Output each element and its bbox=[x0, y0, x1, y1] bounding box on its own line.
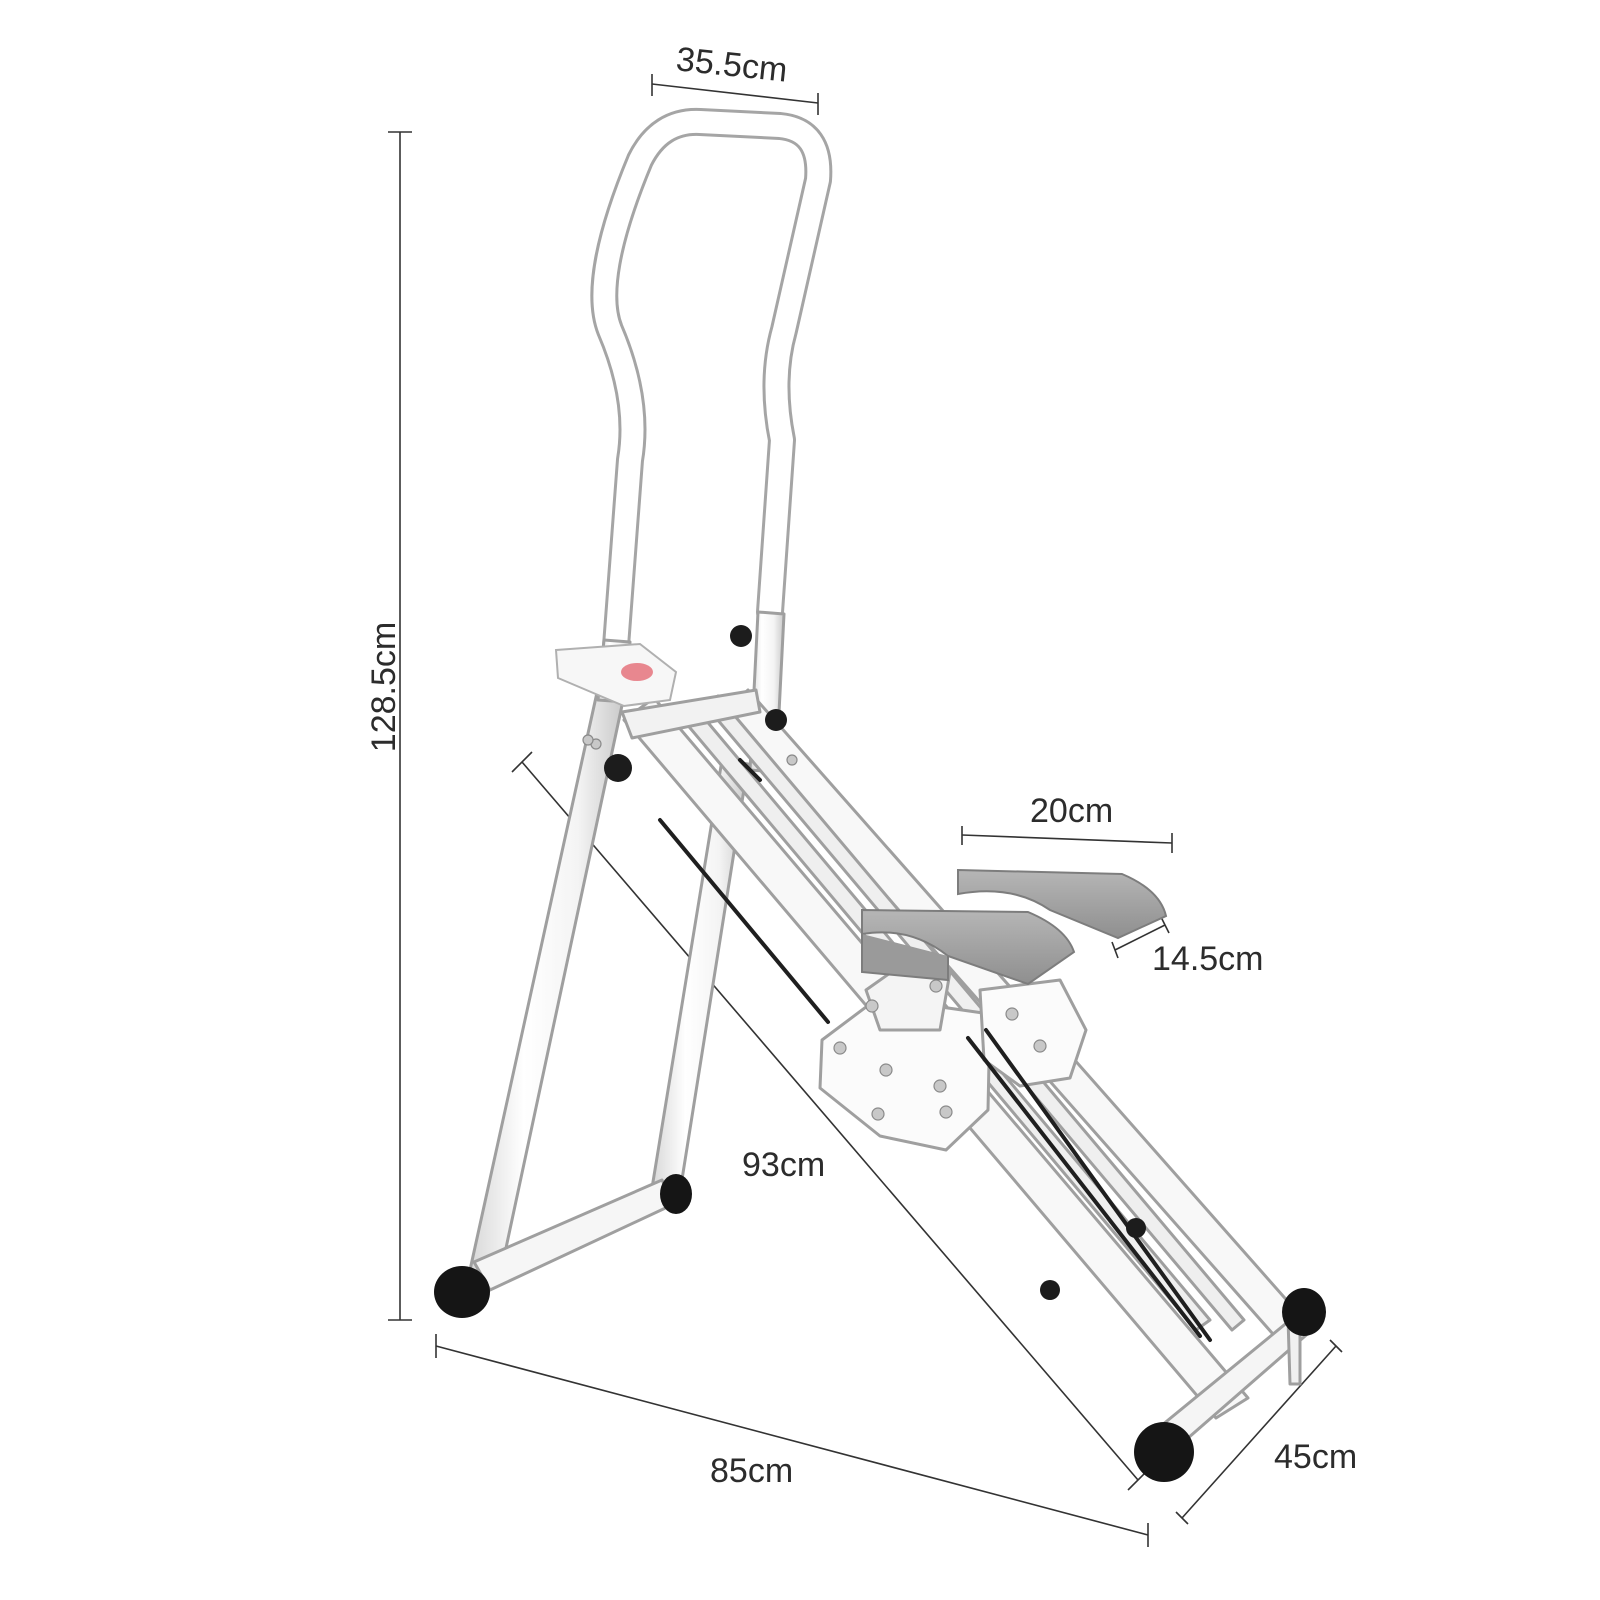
rail-length-label: 93cm bbox=[742, 1146, 826, 1184]
stepper-frame bbox=[468, 107, 1314, 1454]
resistance-cords bbox=[658, 758, 1212, 1342]
foot-pedals bbox=[861, 868, 1168, 986]
height-label: 128.5cm bbox=[365, 621, 403, 753]
bracket-bolts bbox=[582, 734, 1047, 1121]
dimension-lines bbox=[388, 74, 1343, 1547]
base-length-label: 85cm bbox=[710, 1452, 794, 1490]
counter-display bbox=[554, 642, 678, 708]
pedal-length-label: 20cm bbox=[1030, 792, 1114, 830]
pedal-width-label: 14.5cm bbox=[1152, 940, 1264, 978]
rubber-feet bbox=[434, 1174, 1326, 1482]
base-width-label: 45cm bbox=[1274, 1438, 1358, 1476]
